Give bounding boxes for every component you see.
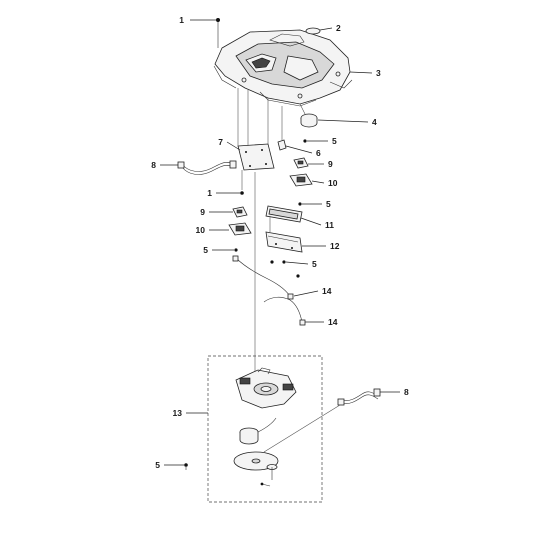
housing-part-12 (265, 231, 303, 253)
plate-part-7 (237, 143, 275, 171)
callout-10-left: 10 (196, 225, 206, 235)
clip-part-6 (277, 106, 287, 151)
motor-mount-plate (235, 367, 297, 409)
callout-8-right: 8 (404, 387, 409, 397)
screw-part-5-e (184, 463, 188, 470)
holder-part-10-left (228, 222, 252, 236)
callout-9-right: 9 (328, 159, 333, 169)
callout-14-lower: 14 (328, 317, 338, 327)
callout-5-a: 5 (332, 136, 337, 146)
blade-disc (233, 451, 279, 471)
bracket-part-9-left (232, 206, 248, 218)
board-part-11 (265, 205, 303, 223)
wire-part-14-lower (263, 296, 306, 326)
callout-6: 6 (316, 148, 321, 158)
bracket-part-9-right (293, 157, 309, 169)
button-cap-part-2 (305, 27, 321, 35)
callout-5-d: 5 (312, 259, 317, 269)
callout-10-right: 10 (328, 178, 338, 188)
callout-7: 7 (218, 137, 223, 147)
screw-part-5-b (298, 202, 302, 206)
screw-part-1-middle (240, 170, 244, 195)
callout-4: 4 (372, 117, 377, 127)
cable-part-8-left (177, 160, 237, 175)
motor (239, 417, 277, 445)
leader-lines (160, 19, 400, 466)
callout-5-b: 5 (326, 199, 331, 209)
drive-hub (266, 464, 278, 480)
callout-2: 2 (336, 23, 341, 33)
callout-1-middle: 1 (207, 188, 212, 198)
callout-13: 13 (173, 408, 183, 418)
callout-labels: 1 2 3 4 5 6 7 8 9 10 1 5 9 11 10 12 5 5 … (151, 15, 409, 470)
chassis-body (213, 29, 353, 107)
callout-8-left: 8 (151, 160, 156, 170)
screw-part-5-a (303, 139, 307, 143)
callout-3: 3 (376, 68, 381, 78)
assembly-box-part-13 (207, 355, 323, 503)
screw-part-1-top (216, 18, 220, 48)
wire-part-14-upper (232, 255, 294, 300)
callout-1-top: 1 (179, 15, 184, 25)
screw-part-5-c (234, 248, 238, 252)
screw-part-5-d (270, 260, 300, 278)
knob-part-4 (299, 103, 318, 128)
callout-12: 12 (330, 241, 340, 251)
callout-5-e: 5 (155, 460, 160, 470)
callout-14-upper: 14 (322, 286, 332, 296)
holder-part-10-right (289, 173, 313, 187)
callout-9-left: 9 (200, 207, 205, 217)
cable-part-8-right (263, 388, 381, 453)
callout-11: 11 (325, 220, 334, 230)
callout-5-c: 5 (203, 245, 208, 255)
blade-screw (260, 482, 271, 487)
